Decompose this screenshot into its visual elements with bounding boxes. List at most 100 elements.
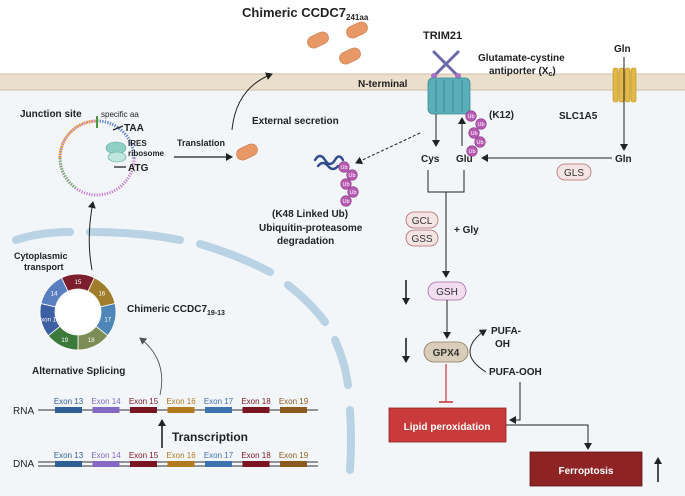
exon-label: Exon 18: [241, 451, 271, 460]
label-ribosome: ribosome: [128, 149, 165, 158]
ub-bead: [347, 186, 359, 198]
label-gln-top: Gln: [614, 44, 631, 55]
exon-label: Exon 19: [279, 451, 309, 460]
exon-block: [280, 407, 307, 413]
trim21-icon: [432, 50, 460, 78]
label-junction-site: Junction site: [20, 109, 82, 120]
exon-block: [167, 407, 195, 413]
exon-label: Exon 17: [204, 397, 234, 406]
exon-label: Exon 13: [54, 397, 84, 406]
ub-bead: [475, 118, 487, 130]
label-cytoplasmic-line2: transport: [24, 262, 64, 272]
label-rna: RNA: [13, 406, 34, 417]
exon-block: [242, 407, 270, 413]
label-gln: Gln: [615, 154, 632, 165]
label-antiporter-line2: antiporter (Xc): [489, 66, 556, 78]
exon-block: [55, 461, 82, 467]
ub-bead-label: Ub: [477, 122, 484, 128]
taa-marker: [112, 125, 124, 131]
exon-block: [130, 407, 157, 413]
ub-bead: [465, 110, 477, 122]
label-taa: TAA: [124, 123, 144, 134]
ub-bead-label: Ub: [342, 182, 349, 188]
label-cytoplasmic-line1: Cytoplasmic: [14, 251, 68, 261]
exon-label: Exon 14: [91, 451, 121, 460]
label-alternative-splicing: Alternative Splicing: [32, 366, 125, 377]
exon-label: Exon 17: [204, 451, 234, 460]
exon-label: Exon 13: [54, 451, 84, 460]
exon-label: Exon 15: [129, 451, 159, 460]
cytoplasmic-transport-arrow: [87, 201, 96, 271]
ribosome-icon: [105, 141, 127, 163]
degraded-protein-icon: [313, 154, 345, 171]
ring-segment-label: 18: [88, 338, 95, 344]
rna-exons: Exon 13 Exon 14 Exon 15 Exon 16 Exon 17 Exon …: [54, 397, 309, 413]
ub-bead-label: Ub: [468, 149, 475, 155]
trim21-joints: [431, 73, 461, 79]
gls-pill: [556, 163, 592, 181]
label-ires: IRES: [128, 139, 147, 148]
title-chimeric-ccdc7-241aa: Chimeric CCDC7241aa: [242, 5, 369, 22]
label-trim21: TRIM21: [423, 30, 462, 42]
exon-block: [205, 461, 232, 467]
label-k48: (K48 Linked Ub): [272, 209, 348, 220]
ub-bead-label: Ub: [340, 165, 347, 171]
secreted-ccdc7-proteins: [236, 21, 368, 161]
label-gpx4: GPX4: [433, 348, 460, 359]
exon-block: [92, 407, 120, 413]
degradation-dashed-arrow: [355, 132, 421, 165]
ring-segment-label: 16: [99, 291, 106, 297]
ub-bead: [338, 161, 350, 173]
exon-block: [242, 461, 270, 467]
exon-label: Exon 16: [166, 451, 196, 460]
ring-segment-label: 19: [61, 338, 68, 344]
label-lipid-peroxidation: Lipid peroxidation: [404, 422, 491, 433]
label-transcription: Transcription: [172, 430, 248, 444]
label-chimeric-ccdc7-19-13: Chimeric CCDC719-13: [127, 304, 225, 317]
label-pufa-oh-line1: PUFA-: [491, 326, 521, 337]
exon-label: Exon 15: [129, 397, 159, 406]
exon-block: [167, 461, 195, 467]
label-gss: GSS: [411, 234, 432, 245]
label-degradation-line2: degradation: [277, 236, 334, 247]
ring-center: [56, 290, 100, 334]
label-cys: Cys: [421, 154, 440, 165]
exon-label: Exon 19: [279, 397, 309, 406]
pufa-conversion-arrow: [469, 329, 487, 373]
label-slc1a5: SLC1A5: [559, 111, 598, 122]
label-gsh: GSH: [436, 287, 458, 298]
slc1a5-icon: [612, 67, 637, 103]
ferroptosis-box: [529, 451, 643, 487]
alternative-splicing-arrow: [139, 337, 163, 396]
ub-bead: [466, 145, 478, 157]
label-n-terminal: N-terminal: [358, 79, 408, 90]
exon-block: [92, 461, 120, 467]
exon-label: Exon 16: [166, 397, 196, 406]
exon-block: [280, 461, 307, 467]
ring-segment-label: 14: [51, 291, 58, 297]
ub-bead-label: Ub: [342, 199, 349, 205]
ub-bead-label: Ub: [348, 173, 355, 179]
label-degradation-line1: Ubiquitin-proteasome: [259, 223, 363, 234]
exon-block: [55, 407, 82, 413]
label-glu: Glu: [456, 154, 473, 165]
label-specific-aa: specific aa: [101, 110, 139, 119]
ub-bead-label: Ub: [476, 140, 483, 146]
label-gcl: GCL: [412, 216, 433, 227]
ub-bead: [474, 136, 486, 148]
ub-bead-label: Ub: [349, 190, 356, 196]
exon-label: Exon 14: [91, 397, 121, 406]
label-antiporter-line1: Glutamate-cystine: [478, 53, 565, 64]
ub-bead-label: Ub: [467, 114, 474, 120]
label-pufa-oh-line2: OH: [495, 339, 510, 350]
dna-exons: Exon 13 Exon 14 Exon 15 Exon 16 Exon 17 Exon …: [54, 451, 309, 467]
label-gly: + Gly: [454, 225, 479, 236]
ub-bead: [346, 169, 358, 181]
label-dna: DNA: [13, 459, 34, 470]
label-k12: (K12): [489, 110, 514, 121]
lipid-to-ferroptosis-arrow: [506, 424, 592, 450]
label-gls: GLS: [564, 168, 584, 179]
